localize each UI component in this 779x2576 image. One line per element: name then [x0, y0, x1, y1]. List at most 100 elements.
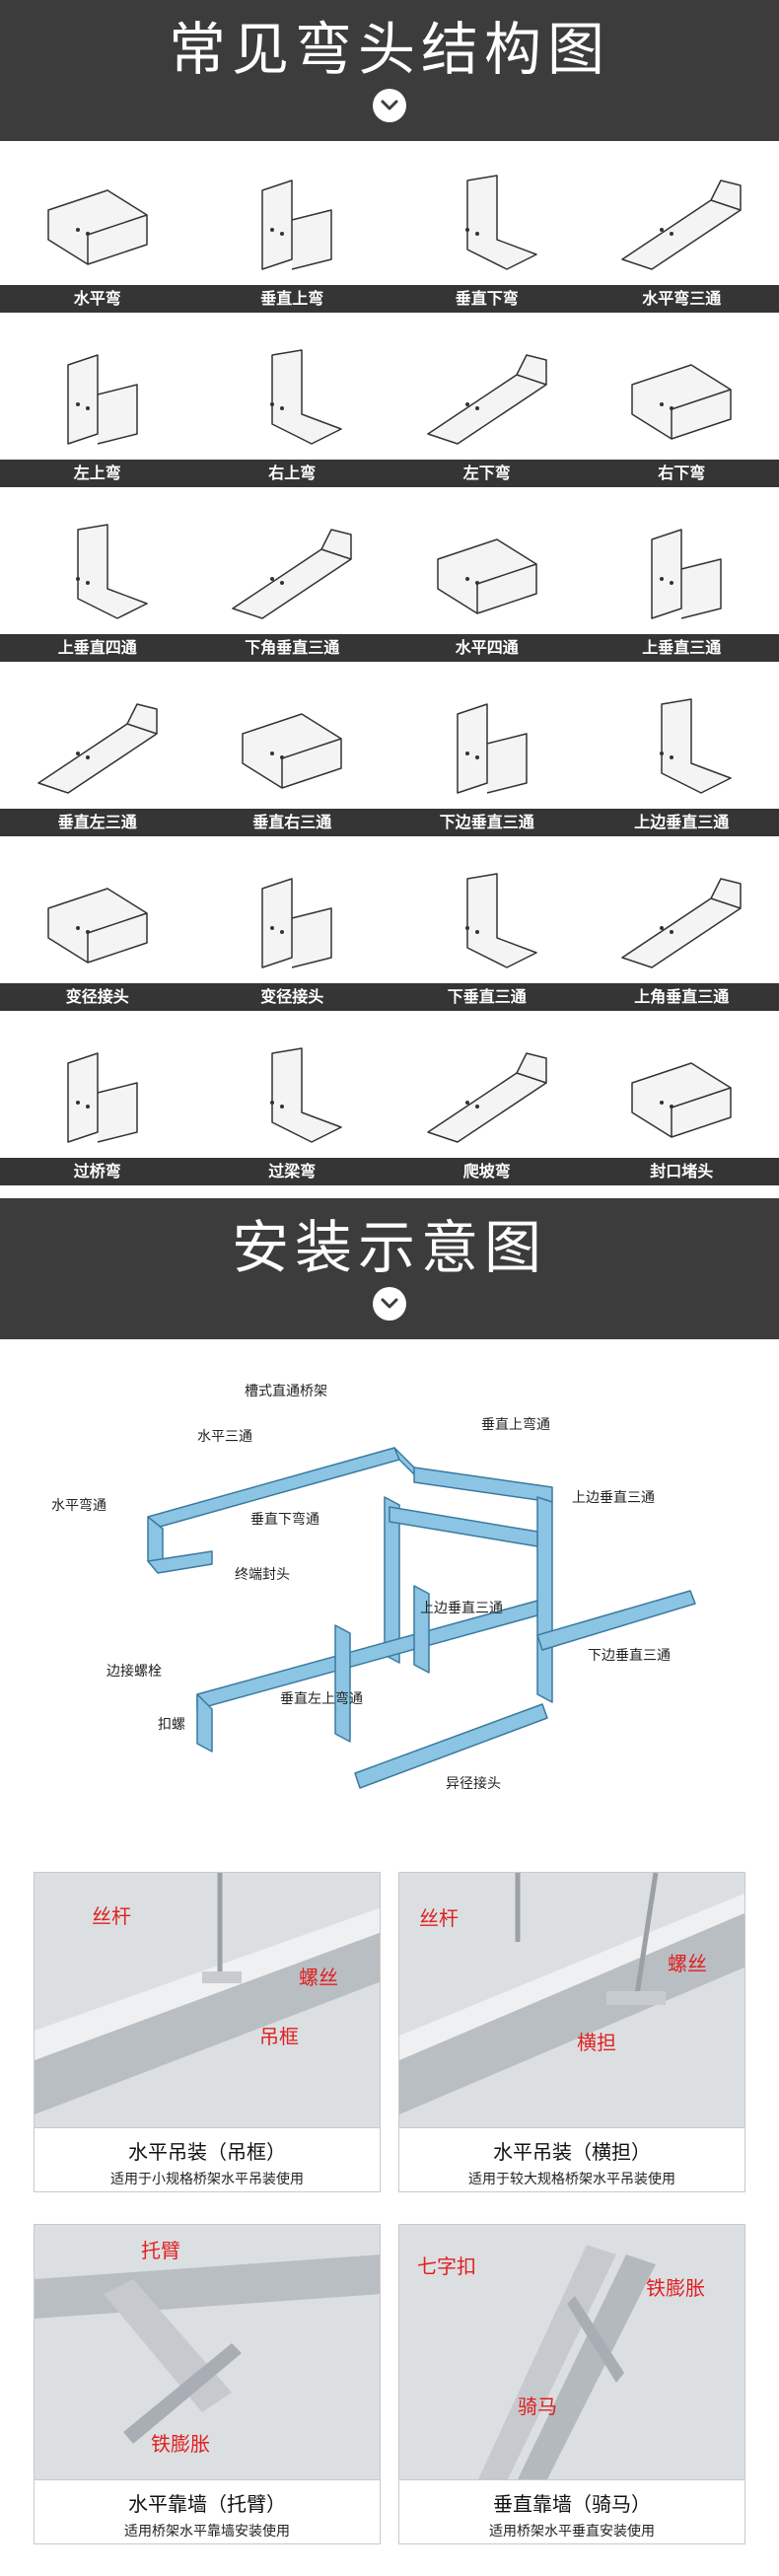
- photo-crossarm: 丝杆 螺丝 横担: [399, 1873, 744, 2127]
- fitting-drawing: [19, 161, 177, 289]
- fitting-label: 垂直下弯: [390, 285, 585, 313]
- fitting-item: 下边垂直三通: [390, 675, 585, 849]
- callout-up-v-tee: 上边垂直三通: [572, 1487, 655, 1507]
- fitting-label: 左上弯: [0, 460, 195, 487]
- fitting-item: 变径接头: [195, 849, 390, 1024]
- section-header-install: 安装示意图: [0, 1198, 779, 1339]
- fitting-label: 下角垂直三通: [195, 634, 390, 662]
- fitting-item: 变径接头: [0, 849, 195, 1024]
- photo-wall-arm: 托臂 铁膨胀: [35, 2225, 380, 2479]
- fitting-item: 上垂直四通: [0, 500, 195, 675]
- photo-subtitle: 适用桥架水平垂直安装使用: [399, 2521, 744, 2540]
- callout-bolt: 边接螺栓: [106, 1661, 162, 1681]
- fitting-drawing: [602, 161, 760, 289]
- fitting-item: 垂直左三通: [0, 675, 195, 849]
- fitting-drawing: [19, 510, 177, 638]
- fitting-drawing: [19, 1034, 177, 1162]
- label-expansion-bolt: 铁膨胀: [646, 2272, 705, 2301]
- fitting-label: 垂直右三通: [195, 809, 390, 836]
- fitting-item: 过梁弯: [195, 1024, 390, 1198]
- fitting-drawing: [213, 161, 371, 289]
- callout-end-cap: 终端封头: [235, 1564, 290, 1584]
- callout-v-down-elbow: 垂直下弯通: [250, 1509, 319, 1529]
- fittings-row: 左上弯右上弯左下弯右下弯: [0, 325, 779, 500]
- installation-diagram: 槽式直通桥架 水平三通 垂直上弯通 水平弯通 垂直下弯通 上边垂直三通 终端封头…: [0, 1339, 779, 1872]
- callout-reducer: 异径接头: [446, 1773, 501, 1793]
- label-threaded-rod: 丝杆: [419, 1902, 459, 1931]
- fitting-item: 过桥弯: [0, 1024, 195, 1198]
- photo-vertical-saddle: 七字扣 铁膨胀 骑马: [399, 2225, 744, 2479]
- fitting-label: 爬坡弯: [390, 1158, 585, 1185]
- fitting-item: 右下弯: [585, 325, 779, 500]
- callout-h-elbow: 水平弯通: [51, 1495, 106, 1515]
- fitting-item: 垂直上弯: [195, 151, 390, 325]
- section-title: 安装示意图: [232, 1217, 547, 1280]
- fitting-drawing: [408, 335, 566, 464]
- label-screw: 螺丝: [668, 1948, 707, 1976]
- fitting-item: 水平四通: [390, 500, 585, 675]
- callout-v-left-up: 垂直左上弯通: [280, 1688, 363, 1708]
- label-7-clip: 七字扣: [417, 2251, 476, 2279]
- fitting-item: 右上弯: [195, 325, 390, 500]
- photo-hanging-frame: 丝杆 螺丝 吊框: [35, 1873, 380, 2127]
- fitting-label: 变径接头: [0, 983, 195, 1011]
- fittings-row: 垂直左三通垂直右三通下边垂直三通上边垂直三通: [0, 675, 779, 849]
- chevron-down-icon: [373, 1287, 406, 1321]
- installation-photos: 丝杆 螺丝 吊框 水平吊装（吊框） 适用于小规格桥架水平吊装使用 丝杆: [0, 1872, 779, 2544]
- fitting-item: 下角垂直三通: [195, 500, 390, 675]
- label-hanging-frame: 吊框: [259, 2021, 299, 2049]
- fitting-drawing: [408, 1034, 566, 1162]
- fitting-item: 垂直下弯: [390, 151, 585, 325]
- fitting-label: 上边垂直三通: [585, 809, 779, 836]
- fitting-drawing: [408, 859, 566, 987]
- fitting-label: 下边垂直三通: [390, 809, 585, 836]
- chevron-down-icon: [373, 89, 406, 122]
- fitting-label: 右下弯: [585, 460, 779, 487]
- fitting-drawing: [408, 510, 566, 638]
- fitting-label: 上垂直三通: [585, 634, 779, 662]
- fitting-drawing: [602, 684, 760, 813]
- photo-card-vertical-saddle: 七字扣 铁膨胀 骑马 垂直靠墙（骑马） 适用桥架水平垂直安装使用: [398, 2224, 745, 2544]
- fitting-drawing: [408, 161, 566, 289]
- fitting-label: 上角垂直三通: [585, 983, 779, 1011]
- fitting-drawing: [213, 335, 371, 464]
- fitting-label: 下垂直三通: [390, 983, 585, 1011]
- callout-clip: 扣螺: [158, 1714, 185, 1734]
- fitting-item: 上角垂直三通: [585, 849, 779, 1024]
- photo-card-wall-arm: 托臂 铁膨胀 水平靠墙（托臂） 适用桥架水平靠墙安装使用: [34, 2224, 381, 2544]
- photo-subtitle: 适用于小规格桥架水平吊装使用: [35, 2169, 380, 2188]
- fittings-row: 变径接头变径接头下垂直三通上角垂直三通: [0, 849, 779, 1024]
- fitting-drawing: [213, 510, 371, 638]
- fitting-drawing: [602, 1034, 760, 1162]
- callout-v-up-elbow: 垂直上弯通: [481, 1414, 550, 1434]
- fitting-label: 过桥弯: [0, 1158, 195, 1185]
- fitting-item: 左下弯: [390, 325, 585, 500]
- fitting-label: 水平弯: [0, 285, 195, 313]
- callout-down-v-tee: 下边垂直三通: [588, 1645, 671, 1665]
- fitting-drawing: [19, 684, 177, 813]
- fitting-label: 左下弯: [390, 460, 585, 487]
- fitting-item: 水平弯: [0, 151, 195, 325]
- photo-subtitle: 适用于较大规格桥架水平吊装使用: [399, 2169, 744, 2188]
- photo-title: 水平吊装（吊框）: [35, 2136, 380, 2165]
- fitting-label: 封口堵头: [585, 1158, 779, 1185]
- fitting-item: 上垂直三通: [585, 500, 779, 675]
- fitting-item: 封口堵头: [585, 1024, 779, 1198]
- fittings-row: 水平弯垂直上弯垂直下弯水平弯三通: [0, 151, 779, 325]
- fitting-drawing: [213, 684, 371, 813]
- fitting-label: 变径接头: [195, 983, 390, 1011]
- fitting-drawing: [602, 335, 760, 464]
- fitting-label: 水平四通: [390, 634, 585, 662]
- photo-title: 垂直靠墙（骑马）: [399, 2488, 744, 2517]
- fitting-label: 过梁弯: [195, 1158, 390, 1185]
- section-header-fittings: 常见弯头结构图: [0, 0, 779, 141]
- fitting-item: 左上弯: [0, 325, 195, 500]
- fitting-label: 右上弯: [195, 460, 390, 487]
- fitting-drawing: [408, 684, 566, 813]
- fitting-item: 水平弯三通: [585, 151, 779, 325]
- fittings-row: 过桥弯过梁弯爬坡弯封口堵头: [0, 1024, 779, 1198]
- photo-title: 水平靠墙（托臂）: [35, 2488, 380, 2517]
- section-title: 常见弯头结构图: [169, 19, 610, 82]
- label-support-arm: 托臂: [141, 2235, 180, 2263]
- label-threaded-rod: 丝杆: [92, 1900, 131, 1929]
